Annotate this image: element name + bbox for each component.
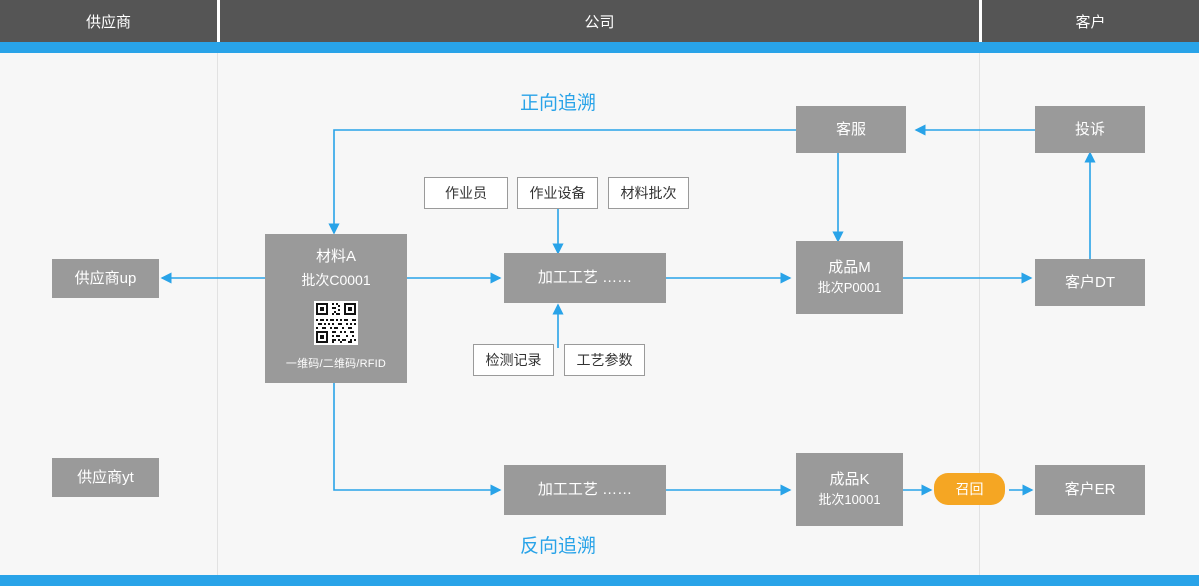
lane-header-customer: 客户 — [982, 0, 1199, 51]
attr-process-params-label: 工艺参数 — [576, 352, 633, 368]
diagram-canvas: 正向追溯 反向追溯 供应商up 供应商yt 材料A 批次C0001 — [0, 53, 1199, 575]
node-supplier-yt[interactable]: 供应商yt — [52, 458, 159, 497]
header-divider — [217, 0, 220, 42]
node-material-title: 材料A — [315, 248, 356, 265]
node-service-label: 客服 — [835, 120, 866, 138]
lane-header-supplier-label: 供应商 — [85, 13, 131, 31]
node-complaint[interactable]: 投诉 — [1035, 106, 1145, 153]
qr-code-icon — [314, 301, 358, 345]
node-product-k-title: 成品K — [829, 471, 870, 489]
lane-header: 供应商 公司 客户 — [0, 0, 1199, 51]
attr-material-batch-label: 材料批次 — [620, 185, 677, 201]
node-product-m-title: 成品M — [828, 259, 871, 277]
lane-header-supplier: 供应商 — [0, 0, 217, 51]
node-material-batch: 批次C0001 — [301, 272, 371, 288]
attr-inspection-record-label: 检测记录 — [485, 352, 542, 368]
node-material[interactable]: 材料A 批次C0001 — [265, 234, 407, 383]
attr-equipment[interactable]: 作业设备 — [517, 177, 598, 209]
node-product-k-batch: 批次10001 — [818, 491, 881, 507]
lane-header-customer-label: 客户 — [1075, 13, 1106, 31]
label-backward-trace: 反向追溯 — [520, 536, 597, 557]
node-customer-dt[interactable]: 客户DT — [1035, 259, 1145, 306]
node-process-top-label: 加工工艺 …… — [537, 269, 633, 287]
node-product-k[interactable]: 成品K 批次10001 — [796, 453, 903, 526]
node-process-bottom[interactable]: 加工工艺 …… — [504, 465, 666, 515]
node-material-codes: 一维码/二维码/RFID — [285, 358, 387, 370]
attr-operator[interactable]: 作业员 — [424, 177, 508, 209]
node-supplier-up-label: 供应商up — [74, 269, 137, 287]
attr-equipment-label: 作业设备 — [529, 185, 586, 201]
node-customer-er[interactable]: 客户ER — [1035, 465, 1145, 515]
node-recall-label: 召回 — [955, 481, 984, 497]
lane-header-company-label: 公司 — [584, 13, 615, 31]
attr-process-params[interactable]: 工艺参数 — [564, 344, 645, 376]
attr-inspection-record[interactable]: 检测记录 — [473, 344, 554, 376]
accent-bar-top — [0, 42, 1199, 53]
node-product-m-batch: 批次P0001 — [817, 279, 882, 295]
lane-divider-right — [979, 53, 980, 575]
node-supplier-up[interactable]: 供应商up — [52, 259, 159, 298]
attr-operator-label: 作业员 — [445, 185, 487, 201]
node-process-bottom-label: 加工工艺 …… — [537, 481, 633, 499]
accent-bar-bottom — [0, 575, 1199, 586]
node-customer-dt-label: 客户DT — [1065, 273, 1115, 291]
label-forward-trace: 正向追溯 — [520, 93, 597, 114]
node-complaint-label: 投诉 — [1074, 120, 1105, 138]
lane-divider-left — [217, 53, 218, 575]
node-product-m[interactable]: 成品M 批次P0001 — [796, 241, 903, 314]
node-service[interactable]: 客服 — [796, 106, 906, 153]
node-process-top[interactable]: 加工工艺 …… — [504, 253, 666, 303]
header-divider — [979, 0, 982, 42]
attr-material-batch[interactable]: 材料批次 — [608, 177, 689, 209]
node-recall[interactable]: 召回 — [934, 473, 1005, 505]
node-supplier-yt-label: 供应商yt — [77, 468, 134, 486]
node-customer-er-label: 客户ER — [1064, 481, 1116, 499]
lane-header-company: 公司 — [220, 0, 979, 51]
